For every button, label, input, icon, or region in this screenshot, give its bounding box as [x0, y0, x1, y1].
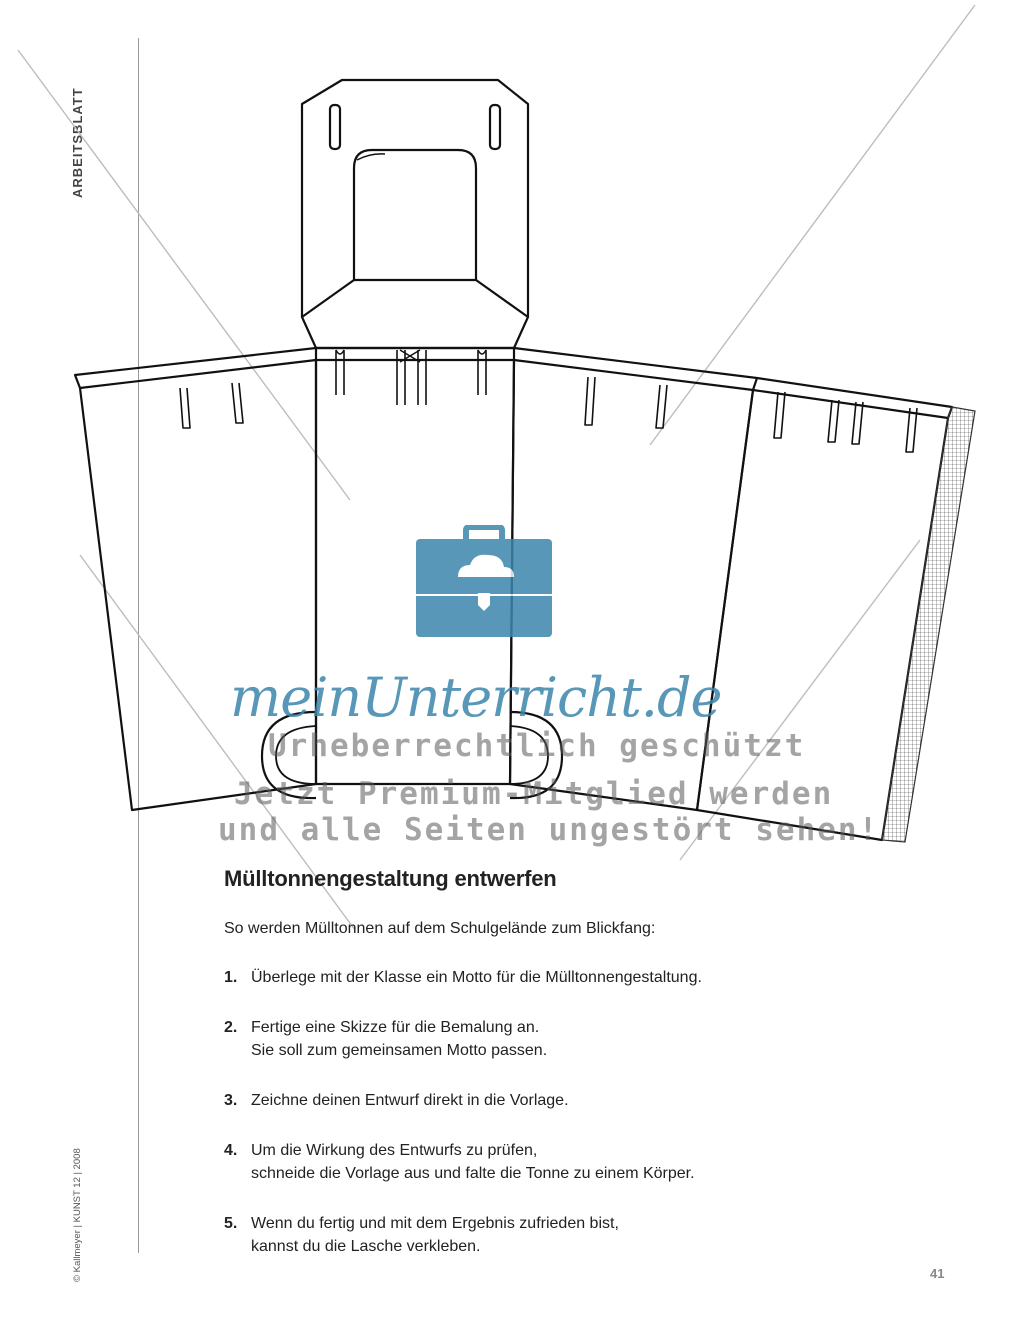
step-text: Wenn du fertig und mit dem Ergebnis zufr…: [251, 1215, 619, 1232]
bin-outline: [73, 78, 954, 842]
briefcase-cloud-icon: [416, 525, 552, 637]
step-number: 1.: [224, 969, 238, 986]
step-number: 5.: [224, 1215, 238, 1232]
step-number: 2.: [224, 1019, 238, 1036]
step-number: 3.: [224, 1092, 238, 1109]
glue-tab: [881, 406, 976, 843]
step-text: Fertige eine Skizze für die Bemalung an.: [251, 1019, 540, 1036]
watermark-line-2: Jetzt Premium-Mitglied werden: [234, 776, 834, 812]
watermark-line-1: Urheberrechtlich geschützt: [268, 728, 806, 764]
step-text: Überlege mit der Klasse ein Motto für di…: [251, 969, 702, 986]
step-text: Sie soll zum gemeinsamen Motto passen.: [251, 1042, 548, 1059]
step-text: Um die Wirkung des Entwurfs zu prüfen,: [251, 1142, 538, 1159]
intro-text: So werden Mülltonnen auf dem Schulgeländ…: [224, 920, 656, 937]
step-text: schneide die Vorlage aus und falte die T…: [251, 1165, 695, 1182]
page-number: 41: [930, 1266, 945, 1281]
step-text: kannst du die Lasche verkleben.: [251, 1238, 481, 1255]
step-number: 4.: [224, 1142, 238, 1159]
page-title: Mülltonnengestaltung entwerfen: [224, 866, 557, 891]
step-text: Zeichne deinen Entwurf direkt in die Vor…: [251, 1092, 569, 1109]
watermark-brand: meinUnterricht.de: [230, 666, 722, 729]
side-rule: [138, 38, 139, 1253]
watermark-line-3: und alle Seiten ungestört sehen!: [218, 812, 880, 848]
